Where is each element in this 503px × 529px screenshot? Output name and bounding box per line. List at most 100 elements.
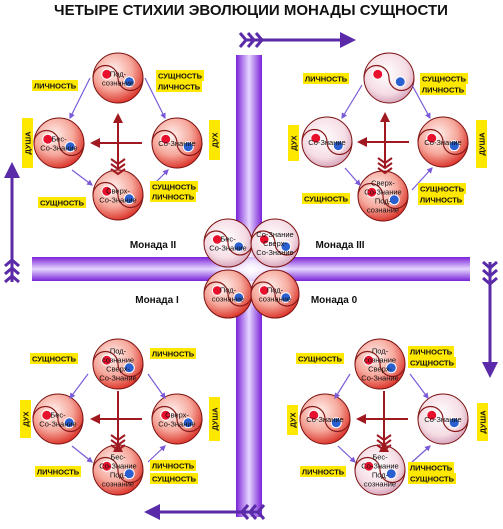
sphere-divider	[417, 405, 469, 433]
sphere-divider	[250, 230, 300, 256]
tl-sphere-right: Со-Знание	[151, 117, 203, 169]
label-text: СУЩНОСТЬ	[422, 75, 467, 84]
tl-sushchnost-label-1: СУЩНОСТЬ	[156, 70, 204, 81]
sphere-text: Со-Знание	[39, 420, 76, 429]
br-sphere-left: Со-Знание	[299, 393, 351, 445]
sphere-text: Сверх-	[106, 365, 130, 374]
label-text: ЛИЧНОСТЬ	[158, 83, 201, 92]
sphere-text: Под-	[267, 286, 284, 295]
label-text: СУЩНОСТЬ	[304, 195, 349, 204]
sphere-text: Сверх-	[371, 179, 395, 188]
red-dot	[363, 460, 375, 472]
label-text: ЛИЧНОСТЬ	[422, 86, 465, 95]
sphere-divider	[203, 230, 253, 256]
red-dot	[42, 133, 54, 145]
label-text: СУЩНОСТЬ	[152, 475, 197, 484]
label-background	[287, 405, 298, 435]
label-text: ДУША	[479, 410, 488, 434]
tl-sushchnost-label-3: СУЩНОСТЬ	[150, 181, 198, 192]
link-arrow	[411, 167, 433, 191]
sphere-text: Со-Знание	[99, 374, 136, 383]
monad-0-label: Монада 0	[311, 295, 358, 306]
link-arrow	[71, 169, 93, 186]
label-background	[420, 73, 468, 84]
bottom-arrow	[144, 504, 266, 520]
sphere-text: Под-	[110, 70, 127, 79]
sphere-text: Бес-	[110, 453, 126, 462]
red-dot	[426, 409, 438, 421]
red-dot	[101, 460, 113, 472]
link-arrow	[71, 445, 93, 463]
br-sushchnost-label: СУЩНОСТЬ	[296, 353, 344, 364]
red-dot	[372, 68, 384, 80]
monad-i-label: Монада I	[135, 295, 179, 306]
br-lichnost-label-2: ЛИЧНОСТЬ	[408, 462, 454, 473]
blue-dot	[63, 417, 75, 429]
sphere-divider	[417, 128, 469, 156]
label-text: СУЩНОСТЬ	[152, 183, 197, 192]
label-text: ЛИЧНОСТЬ	[34, 82, 77, 91]
label-background	[38, 197, 86, 208]
sphere-text: Со-Знание	[40, 144, 77, 153]
sphere-divider	[203, 281, 253, 307]
sphere-divider	[32, 405, 84, 433]
label-text: ЛИЧНОСТЬ	[420, 196, 463, 205]
label-text: СУЩНОСТЬ	[410, 359, 455, 368]
blue-dot	[64, 141, 76, 153]
label-background	[209, 120, 220, 160]
sphere-divider	[363, 64, 415, 92]
link-arrow	[411, 84, 431, 120]
red-dot	[160, 133, 172, 145]
label-text: ДУХ	[290, 135, 299, 150]
sphere-text: Бес-	[50, 411, 66, 420]
sphere-divider	[92, 181, 144, 209]
sphere-text: Со-Знание	[99, 196, 136, 205]
red-dot	[366, 186, 378, 198]
tl-sphere-bottom: Сверх-Со-Знание	[92, 169, 144, 221]
label-text: ДУША	[478, 132, 487, 156]
link-arrow	[69, 373, 89, 399]
tr-dusha-label: ДУША	[476, 120, 487, 168]
label-background	[408, 462, 454, 473]
label-text: ЛИЧНОСТЬ	[302, 468, 345, 477]
blue-dot	[123, 362, 135, 374]
sphere-divider	[92, 64, 144, 92]
sphere-text: сознание	[364, 356, 396, 365]
red-dot	[310, 132, 322, 144]
label-text: ЛИЧНОСТЬ	[410, 348, 453, 357]
sphere-text: Под-	[375, 197, 392, 206]
bl-sushchnost-label: СУЩНОСТЬ	[30, 353, 78, 364]
blue-dot	[385, 362, 397, 374]
blue-dot	[123, 76, 135, 88]
label-background	[476, 120, 487, 168]
sphere-divider	[250, 281, 300, 307]
blue-dot	[280, 241, 292, 252]
sphere-text: Со-Знание	[361, 374, 398, 383]
sphere-divider	[354, 350, 406, 378]
blue-dot	[394, 76, 406, 88]
tr-sphere-top	[363, 52, 415, 104]
tr-sphere-right: Со-Знание	[417, 116, 469, 168]
label-background	[300, 466, 346, 477]
blue-dot	[233, 292, 245, 303]
label-background	[35, 466, 81, 477]
sphere-text: Со-Знание	[158, 139, 195, 148]
label-text: ЛИЧНОСТЬ	[410, 464, 453, 473]
bl-lichnost-label: ЛИЧНОСТЬ	[150, 348, 196, 359]
label-background	[30, 353, 78, 364]
link-arrow	[334, 373, 351, 400]
blue-dot	[448, 140, 460, 152]
tl-lichnost-label: ЛИЧНОСТЬ	[32, 80, 78, 91]
sphere-text: Под-	[220, 286, 237, 295]
sphere-text: Со-Знание	[364, 188, 401, 197]
label-background	[150, 348, 196, 359]
label-background	[150, 191, 196, 202]
sphere-text: Со-Знание	[99, 462, 136, 471]
red-dot	[101, 354, 113, 366]
label-text: СУЩНОСТЬ	[420, 185, 465, 194]
red-dot	[211, 285, 223, 296]
sphere-text: Под-	[110, 471, 127, 480]
